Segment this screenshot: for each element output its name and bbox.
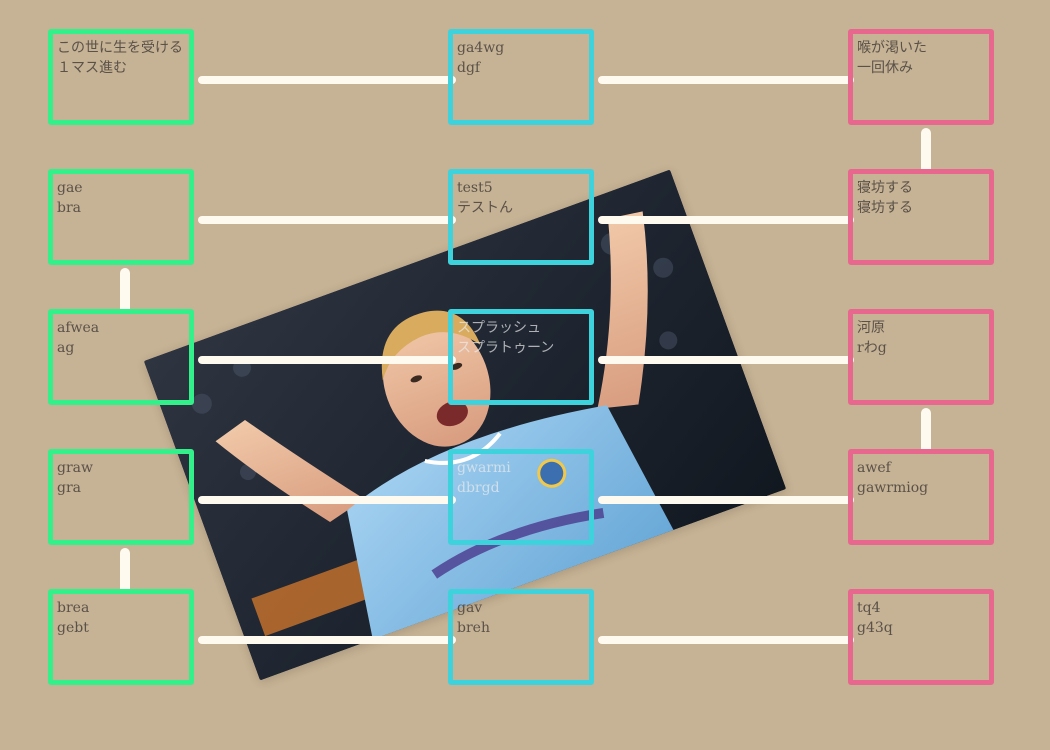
connector-v-right-3-4 [921, 408, 931, 454]
square-text-line1: tq4 [857, 600, 881, 616]
board-square-right-5[interactable]: tq4 g43q [848, 589, 994, 685]
square-text-line2: gra [57, 480, 82, 496]
connector-h-right-4 [598, 496, 854, 504]
connector-h-left-2 [198, 216, 456, 224]
square-text-line2: ag [57, 340, 75, 356]
board-square-left-3[interactable]: afwea ag [48, 309, 194, 405]
square-text-line1: brea [57, 600, 90, 616]
square-text-line1: 寝坊する [857, 180, 913, 196]
square-text-line1: test5 [457, 180, 493, 196]
connector-v-left-4-5 [120, 548, 130, 594]
connector-h-left-4 [198, 496, 456, 504]
board-square-right-2[interactable]: 寝坊する 寝坊する [848, 169, 994, 265]
connector-v-right-1-2 [921, 128, 931, 174]
board-square-middle-5[interactable]: gav breh [448, 589, 594, 685]
square-text-line2: rわg [857, 340, 887, 356]
square-text-line2: bra [57, 200, 82, 216]
square-text-line2: スプラトゥーン [457, 340, 555, 356]
square-text-line1: ga4wg [457, 40, 505, 56]
board-square-left-5[interactable]: brea gebt [48, 589, 194, 685]
connector-v-left-2-3 [120, 268, 130, 314]
connector-h-left-3 [198, 356, 456, 364]
connector-h-left-1 [198, 76, 456, 84]
square-text-line1: afwea [57, 320, 100, 336]
board-square-left-1[interactable]: この世に生を受ける １マス進む [48, 29, 194, 125]
board-square-right-4[interactable]: awef gawrmiog [848, 449, 994, 545]
square-text-line1: 河原 [857, 320, 885, 336]
connector-h-right-5 [598, 636, 854, 644]
square-text-line2: dbrgd [457, 480, 500, 496]
square-text-line1: この世に生を受ける [57, 40, 183, 56]
square-text-line2: gebt [57, 620, 89, 636]
board-square-right-1[interactable]: 喉が渇いた 一回休み [848, 29, 994, 125]
square-text-line1: awef [857, 460, 891, 476]
connector-h-right-2 [598, 216, 854, 224]
square-text-line1: gav [457, 600, 483, 616]
board-square-left-2[interactable]: gae bra [48, 169, 194, 265]
board-square-right-3[interactable]: 河原 rわg [848, 309, 994, 405]
square-text-line1: 喉が渇いた [857, 40, 927, 56]
square-text-line2: gawrmiog [857, 480, 929, 496]
square-text-line1: gwarmi [457, 460, 511, 476]
square-text-line1: gae [57, 180, 83, 196]
connector-h-right-1 [598, 76, 854, 84]
square-text-line2: テストん [457, 200, 513, 216]
board-square-left-4[interactable]: graw gra [48, 449, 194, 545]
square-text-line2: g43q [857, 620, 893, 636]
square-text-line2: 寝坊する [857, 200, 913, 216]
board-square-middle-3[interactable]: スプラッシュ スプラトゥーン [448, 309, 594, 405]
square-text-line1: スプラッシュ [457, 320, 541, 336]
square-text-line2: １マス進む [57, 60, 127, 76]
square-text-line2: 一回休み [857, 60, 913, 76]
square-text-line2: breh [457, 620, 490, 636]
board-square-middle-4[interactable]: gwarmi dbrgd [448, 449, 594, 545]
square-text-line1: graw [57, 460, 93, 476]
connector-h-right-3 [598, 356, 854, 364]
connector-h-left-5 [198, 636, 456, 644]
board-square-middle-1[interactable]: ga4wg dgf [448, 29, 594, 125]
board-square-middle-2[interactable]: test5 テストん [448, 169, 594, 265]
square-text-line2: dgf [457, 60, 481, 76]
